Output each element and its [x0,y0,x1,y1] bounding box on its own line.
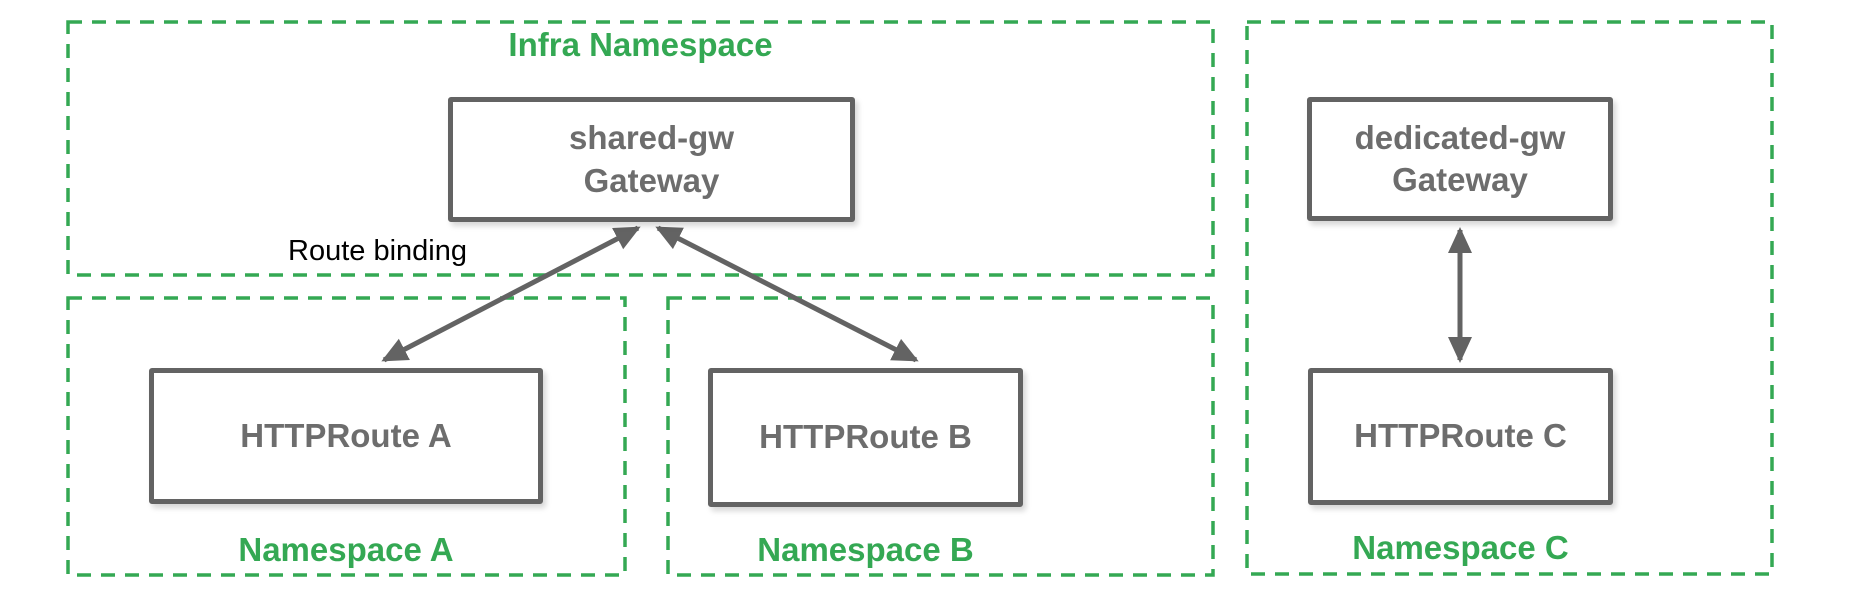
route-a-binding-arrow [381,225,641,363]
dedicated-gateway-kind: Gateway [1392,161,1528,198]
namespace-b-label: Namespace B [757,531,974,568]
namespace-b-border [666,296,1215,577]
dedicated-gateway-node: dedicated-gw Gateway [1307,97,1613,221]
shared-gateway-kind: Gateway [583,161,720,199]
route-binding-label: Route binding [288,235,467,267]
dedicated-gateway-name: dedicated-gw [1354,118,1566,156]
httproute-a-label: HTTPRoute A [240,416,452,454]
httproute-c-node: HTTPRoute C [1308,368,1613,505]
shared-gateway-node: shared-gw Gateway [448,97,855,222]
httproute-c-label: HTTPRoute C [1354,417,1567,455]
namespace-c-label: Namespace C [1352,529,1569,566]
route-b-binding-arrow [655,225,919,363]
infra-namespace-label: Infra Namespace [508,26,773,63]
httproute-b-node: HTTPRoute B [708,368,1023,507]
httproute-b-label: HTTPRoute B [759,418,972,456]
namespace-a-border [66,296,627,577]
namespace-c-border [1245,20,1774,576]
httproute-a-node: HTTPRoute A [149,368,543,504]
namespace-a-label: Namespace A [238,531,454,568]
shared-gateway-name: shared-gw [568,119,735,157]
